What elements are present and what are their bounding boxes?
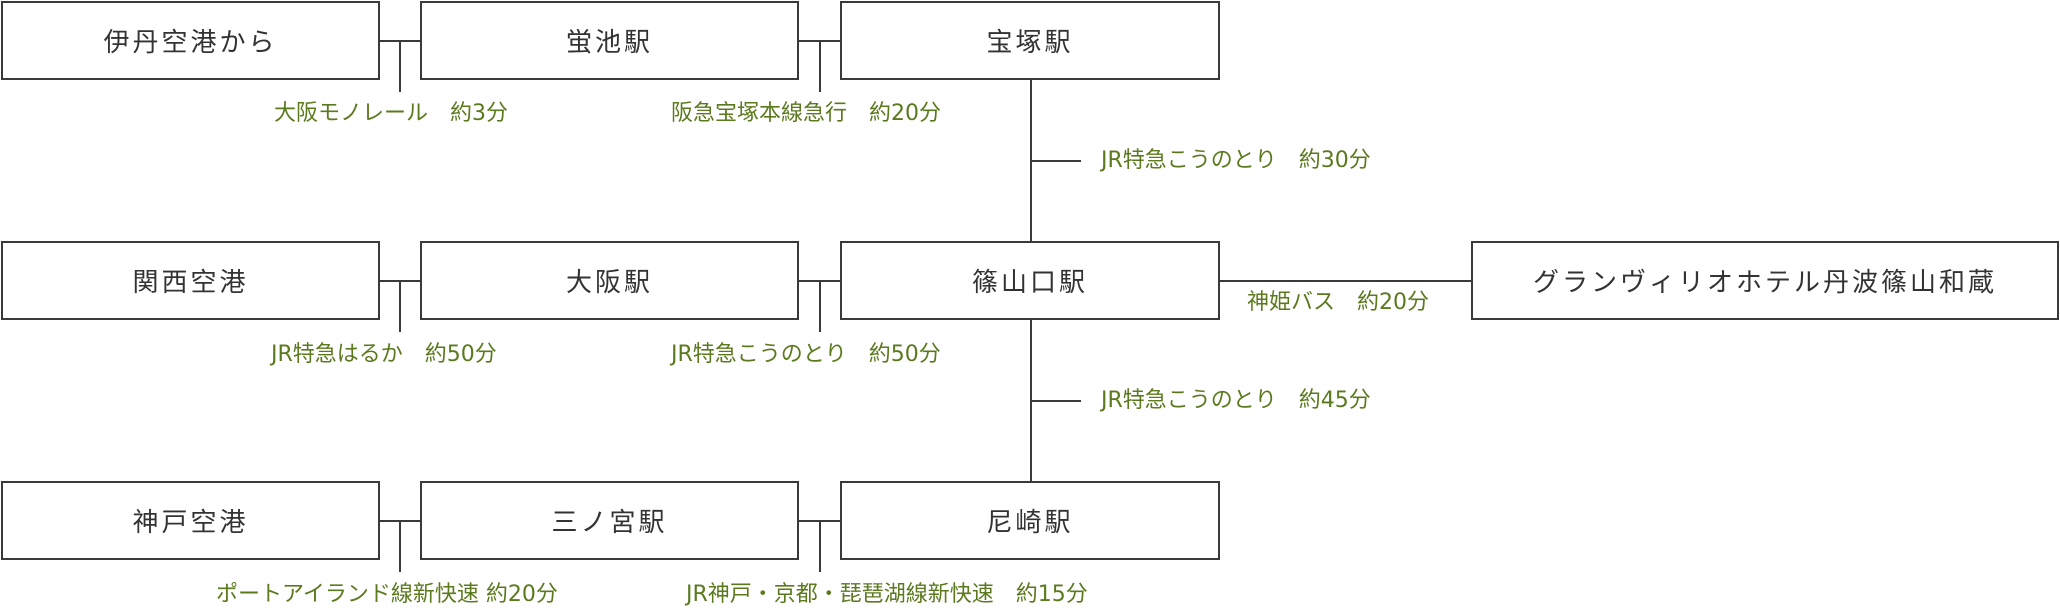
route-label-jr-kobe-line: JR神戸・京都・琵琶湖線新快速 約15分 xyxy=(686,582,1088,607)
station-amagasaki: 尼崎駅 xyxy=(840,481,1220,560)
route-label-hankyu: 阪急宝塚本線急行 約20分 xyxy=(671,101,941,126)
route-label-portliner: ポートアイランド線新快速 約20分 xyxy=(216,582,558,607)
station-takarazuka: 宝塚駅 xyxy=(840,1,1220,80)
station-kobe-airport: 神戸空港 xyxy=(1,481,380,560)
route-label-konotori-45: JR特急こうのとり 約45分 xyxy=(1101,388,1371,413)
route-label-haruka: JR特急はるか 約50分 xyxy=(271,342,497,367)
route-label-monorail: 大阪モノレール 約3分 xyxy=(274,101,508,126)
station-itami: 伊丹空港から xyxy=(1,1,380,80)
station-kansai-airport: 関西空港 xyxy=(1,241,380,320)
route-label-konotori-50: JR特急こうのとり 約50分 xyxy=(671,342,941,367)
station-osaka: 大阪駅 xyxy=(420,241,799,320)
station-sasayamaguchi: 篠山口駅 xyxy=(840,241,1220,320)
route-label-konotori-30: JR特急こうのとり 約30分 xyxy=(1101,148,1371,173)
station-hotarugaike: 蛍池駅 xyxy=(420,1,799,80)
route-label-shinki-bus: 神姫バス 約20分 xyxy=(1247,290,1429,315)
hotel-box: グランヴィリオホテル丹波篠山和蔵 xyxy=(1471,241,2059,320)
station-sannomiya: 三ノ宮駅 xyxy=(420,481,799,560)
